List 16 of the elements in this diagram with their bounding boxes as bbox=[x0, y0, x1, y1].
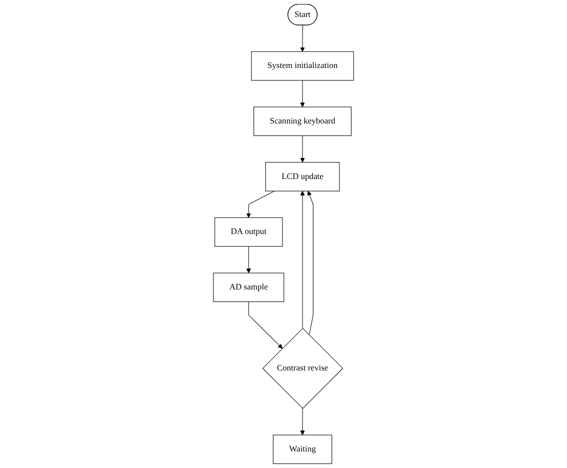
node-box: System initialization bbox=[251, 51, 354, 81]
arrow bbox=[248, 301, 283, 349]
node-box: AD sample bbox=[213, 272, 284, 302]
node-box: LCD update bbox=[265, 162, 340, 192]
node-box: DA output bbox=[214, 217, 283, 247]
arrow bbox=[246, 190, 275, 218]
arrow bbox=[300, 80, 305, 108]
node-diamond: Contrast revise bbox=[262, 328, 344, 409]
node-box: Scanning keyboard bbox=[254, 106, 352, 136]
arrow bbox=[300, 408, 305, 436]
arrow bbox=[307, 190, 314, 336]
arrow bbox=[300, 190, 305, 329]
arrow bbox=[300, 135, 305, 163]
node-box: Waiting bbox=[272, 434, 332, 464]
arrow bbox=[300, 25, 305, 52]
arrow bbox=[246, 246, 251, 274]
